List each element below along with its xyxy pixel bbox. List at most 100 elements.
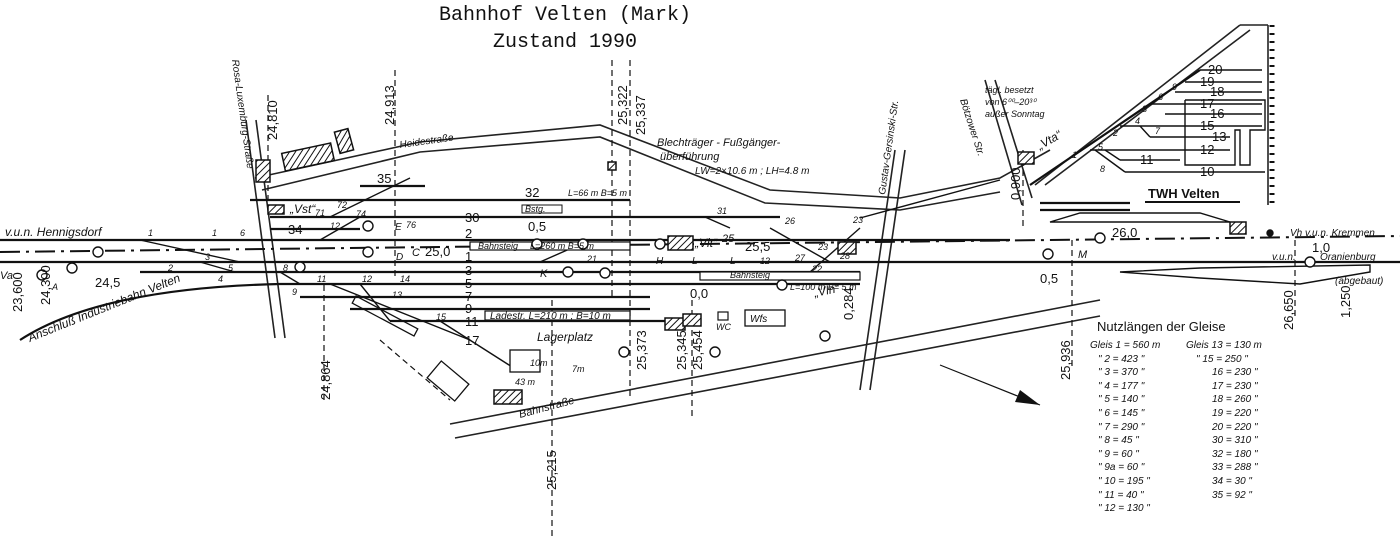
- usable-length-table: Nutzlängen der Gleise Gleis 1 = 560 m " …: [1090, 319, 1262, 514]
- label-switches_main-2: 6: [240, 228, 245, 238]
- label-tracks_main-2: 30: [465, 210, 479, 225]
- platforms: [469, 204, 861, 321]
- heidestrasse-road: [254, 124, 1051, 211]
- label-tracks_twh-8: 11: [1140, 152, 1154, 167]
- label-switches_main-16: 74: [356, 209, 366, 219]
- label-station_km-2: 25,5: [745, 239, 770, 254]
- label-km_markers-15: 0,900: [1008, 167, 1023, 200]
- label-switches_main-17: 12: [330, 221, 340, 231]
- label-tracks_twh-5: 15: [1200, 118, 1214, 133]
- label-switches_main-6: 4: [218, 274, 223, 284]
- label-facilities-wc: WC: [716, 322, 731, 332]
- km-marker-labels: 23,600 24,300 24,810 24,913 24,864 25,32…: [10, 85, 1353, 490]
- label-tracks_main-11: 17: [465, 333, 479, 348]
- label-switches_main-11: 14: [400, 274, 410, 284]
- boetzower-strasse-road: [984, 79, 1033, 206]
- facility-labels: Bahnsteig L=260 m B=5 m Bahnsteig L=100 …: [478, 188, 857, 387]
- label-signals-m: M: [1078, 249, 1088, 261]
- label-signals-vta: „Vta“: [1034, 127, 1065, 153]
- label-signals-va: Va: [0, 270, 13, 282]
- label-switches_twh-4: 5: [1098, 142, 1104, 152]
- label-station_km-3: 26,0: [1112, 225, 1137, 240]
- label-table-col1-10: " 10 = 195 ": [1098, 476, 1150, 487]
- signals: [36, 220, 1316, 358]
- label-switches_twh-1: 2: [1112, 128, 1118, 138]
- label-table-col1-6: " 7 = 290 ": [1098, 422, 1145, 433]
- label-tracks_main-3: 34: [288, 222, 302, 237]
- label-table-col1-0: Gleis 1 = 560 m: [1090, 340, 1160, 351]
- label-tracks_main-8: 7: [465, 289, 472, 304]
- label-table-col1-3: " 4 = 177 ": [1098, 381, 1145, 392]
- label-tracks_main-6: 3: [465, 263, 472, 278]
- label-switches_main-1: 1: [212, 228, 217, 238]
- label-facilities-bahnsteig1_label: Bahnsteig: [478, 241, 518, 251]
- label-km_markers-14: 1,250: [1338, 285, 1353, 318]
- label-twh-note3: außer Sonntag: [985, 109, 1045, 119]
- bahnstrasse-road: [449, 299, 1101, 439]
- label-tracks_main-0: 35: [377, 171, 391, 186]
- label-switches_main-4: 5: [228, 263, 234, 273]
- label-station_km-6: 0,0: [690, 286, 708, 301]
- label-switches_main-25: 28: [839, 251, 850, 261]
- label-facilities-dim_43m: 43 m: [515, 377, 536, 387]
- label-tracks_twh-6: 13: [1212, 129, 1226, 144]
- label-signals-vst: „Vst“: [289, 202, 316, 216]
- label-tracks_twh-4: 16: [1210, 106, 1224, 121]
- twh-velten-label: TWH Velten: [1148, 186, 1220, 201]
- label-bridge-line3: LW=2×10.6 m ; LH=4.8 m: [695, 166, 809, 177]
- street-heidestrasse: Heidestraße: [399, 132, 455, 151]
- direction-oranienburg: Oranienburg: [1320, 252, 1376, 263]
- label-switches_twh-5: 6: [1158, 92, 1163, 102]
- label-table-col2-1: " 15 = 250 ": [1196, 354, 1248, 365]
- label-table-col2-2: 16 = 230 ": [1212, 367, 1258, 378]
- label-facilities-wfs: Wfs: [750, 314, 767, 325]
- label-switches_twh-2: 3: [1142, 104, 1147, 114]
- label-station_km-5: 0,5: [528, 219, 546, 234]
- label-tracks_main-1: 32: [525, 185, 539, 200]
- label-km_markers-12: 25,936: [1058, 340, 1073, 380]
- label-tracks_main-5: 1: [465, 249, 472, 264]
- twh-track-numbers: 20 19 18 17 16 15 13 12 11 10: [1140, 62, 1226, 179]
- label-tracks_main-7: 5: [465, 276, 472, 291]
- buildings: [255, 127, 1247, 405]
- label-table-col1-5: " 6 = 145 ": [1098, 408, 1145, 419]
- footbridge-note: Blechträger - Fußgänger- überführung LW=…: [657, 137, 809, 177]
- label-km_markers-8: 25,345: [674, 330, 689, 370]
- label-switches_main-13: 15: [436, 312, 447, 322]
- label-table-col1-2: " 3 = 370 ": [1098, 367, 1145, 378]
- label-switches_main-8: 9: [292, 287, 297, 297]
- label-switches_main-0: 1: [148, 228, 153, 238]
- label-facilities-bahnsteig2_dims: L=100 m B= 5 m: [790, 282, 857, 292]
- label-table-col1-7: " 8 = 45 ": [1098, 435, 1139, 446]
- label-tracks_main-10: 11: [465, 314, 479, 329]
- label-facilities-dim_10m: 10m: [530, 358, 548, 368]
- label-km_markers-7: 25,215: [544, 450, 559, 490]
- label-table-col2-10: 34 = 30 ": [1212, 476, 1252, 487]
- label-switches_main-7: 8: [283, 263, 288, 273]
- street-rosa-luxemburg: Rosa-Luxemburg-Straße: [229, 59, 255, 170]
- label-tracks_twh-7: 12: [1200, 142, 1214, 157]
- label-signals-vln: „Vln“: [812, 281, 842, 300]
- label-facilities-bahnsteig2_label: Bahnsteig: [730, 270, 770, 280]
- label-tracks_twh-3: 17: [1200, 96, 1214, 111]
- table-col-1: Gleis 1 = 560 m " 2 = 423 " " 3 = 370 " …: [1090, 340, 1160, 514]
- label-tracks_twh-1: 19: [1200, 74, 1214, 89]
- label-km_markers-11: 0,284: [841, 287, 856, 320]
- direction-abgebaut: (abgebaut): [1335, 276, 1383, 287]
- label-tracks_main-13: L: [730, 256, 736, 267]
- label-signals-e: E: [395, 222, 402, 233]
- label-station_km-1: 25,0: [425, 244, 450, 259]
- direction-vun: v.u.n.: [1272, 252, 1296, 263]
- label-signals-l: L: [692, 256, 698, 267]
- label-signals-vlt: „Vlt“: [694, 236, 718, 250]
- diagram-title: Bahnhof Velten (Mark): [439, 4, 691, 27]
- label-km_markers-6: 25,337: [633, 95, 648, 135]
- label-tracks_twh-0: 20: [1208, 62, 1222, 77]
- label-switches_main-3: 3: [205, 252, 210, 262]
- label-tracks_main-9: 9: [465, 301, 472, 316]
- label-bridge-line1: Blechträger - Fußgänger-: [657, 137, 781, 149]
- label-table-col2-11: 35 = 92 ": [1212, 490, 1252, 501]
- label-facilities-lagerplatz: Lagerplatz: [537, 330, 593, 344]
- label-table-col2-5: 19 = 220 ": [1212, 408, 1258, 419]
